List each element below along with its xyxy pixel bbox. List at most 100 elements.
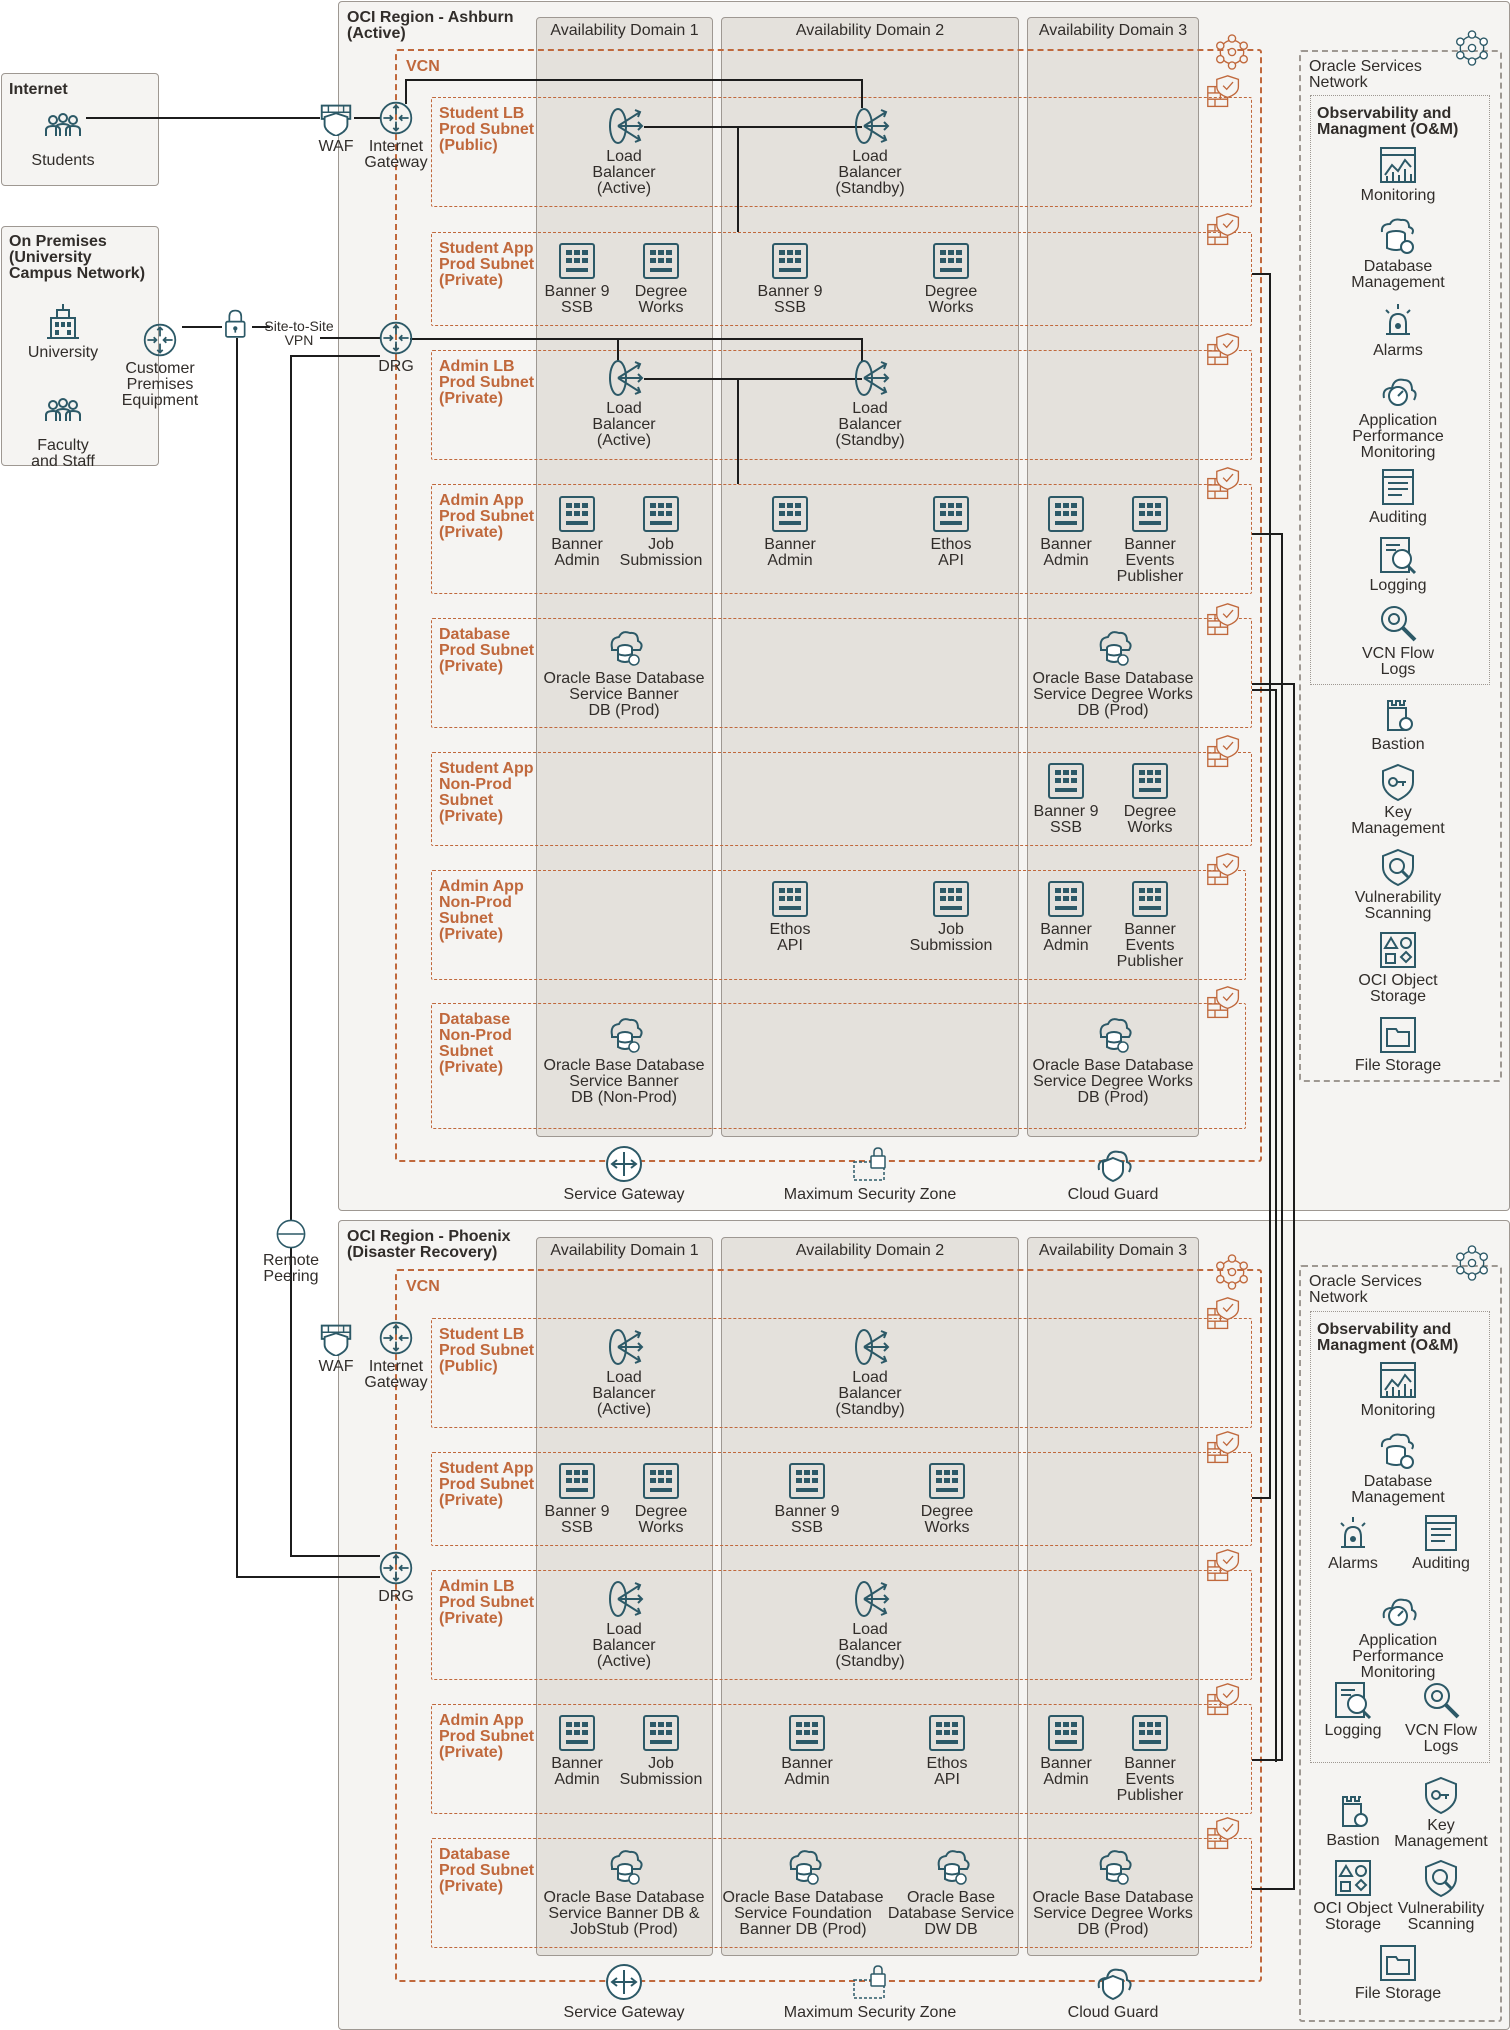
ashburn-oracle-services-network: Oracle Services Network [1299, 50, 1502, 1082]
db-icon [1099, 1850, 1132, 1885]
lb-icon [609, 1329, 643, 1365]
a-db2-label: Oracle Base Database Service Degree Work… [1032, 670, 1194, 719]
server-icon [643, 496, 679, 532]
phoenix-monitoring-label: Monitoring [1360, 1402, 1436, 1419]
cg-icon [1097, 1968, 1132, 2000]
phoenix-object-storage-label: OCI Object Storage [1313, 1900, 1393, 1933]
server-icon [1132, 1715, 1168, 1751]
ashburn-admin-app-prod-subnet: Admin App Prod Subnet (Private) [431, 484, 1252, 594]
server-icon [1048, 1715, 1084, 1751]
server-icon [1132, 763, 1168, 799]
phoenix-database-prod-subnet: Database Prod Subnet (Private) [431, 1838, 1252, 1948]
server-icon [933, 496, 969, 532]
sgw-icon [606, 1964, 642, 2000]
a-bep1-label: Banner Events Publisher [1116, 536, 1184, 585]
msz-icon [853, 1965, 886, 1999]
dbm-icon [1380, 218, 1414, 254]
db-icon [937, 1850, 970, 1885]
objstore-icon [1335, 1860, 1371, 1896]
ashburn-waf-label: WAF [318, 138, 354, 155]
dbm-icon [1380, 1433, 1414, 1469]
sgw-icon [606, 1146, 642, 1182]
ashburn-availability-domain-3: Availability Domain 3 [1027, 17, 1199, 1137]
ashburn-availability-domain-1: Availability Domain 1 [536, 17, 713, 1137]
waf-icon [320, 104, 352, 136]
lb-icon [609, 1581, 643, 1617]
phoenix-alarms-label: Alarms [1328, 1555, 1378, 1572]
fw-icon [1207, 75, 1240, 108]
osn-icon [1456, 1245, 1488, 1281]
a-ssb2-label: Banner 9 SSB [757, 283, 823, 316]
p-ba3-label: Banner Admin [1040, 1755, 1092, 1788]
p-db3-label: Oracle Base Database Service DW DB [887, 1889, 1015, 1938]
monitor-icon [1380, 147, 1416, 183]
lb-icon [855, 1581, 889, 1617]
router-icon [379, 101, 413, 135]
server-icon [772, 881, 808, 917]
ashburn-auditing-label: Auditing [1369, 509, 1427, 526]
ashburn-database-management-label: Database Management [1351, 258, 1445, 291]
router-icon [379, 1551, 413, 1585]
phoenix-apm-label: Application Performance Monitoring [1352, 1632, 1444, 1681]
p-lb1s-label: Load Balancer (Standby) [835, 1369, 905, 1418]
subnet-label: Database Non-Prod Subnet (Private) [439, 1011, 512, 1076]
server-icon [559, 496, 595, 532]
a-np-dw-label: Degree Works [1123, 803, 1177, 836]
ashburn-internet-gateway-label: Internet Gateway [364, 138, 428, 171]
alarm-icon [1385, 303, 1411, 335]
p-db1-label: Oracle Base Database Service Banner DB &… [543, 1889, 705, 1938]
university-label: University [27, 344, 99, 361]
phoenix-observability-management: Observability and Managment (O&M) [1310, 1311, 1490, 1763]
phoenix-student-lb-prod-subnet: Student LB Prod Subnet (Public) [431, 1318, 1252, 1428]
a-lb2s-label: Load Balancer (Standby) [835, 400, 905, 449]
a-np-db1-label: Oracle Base Database Service Banner DB (… [543, 1057, 705, 1106]
ashburn-database-non-prod-subnet: Database Non-Prod Subnet (Private) [431, 1003, 1246, 1129]
p-db2-label: Oracle Base Database Service Foundation … [722, 1889, 884, 1938]
fw-icon [1207, 603, 1240, 636]
building-icon [46, 303, 80, 339]
a-ba1-label: Banner Admin [551, 536, 603, 569]
p-ba2-label: Banner Admin [781, 1755, 833, 1788]
waf-icon [320, 1324, 352, 1356]
file-icon [1380, 1945, 1416, 1981]
router-icon [379, 321, 413, 355]
subnet-label: Admin App Prod Subnet (Private) [439, 1712, 535, 1761]
phoenix-max-security-zone-label: Maximum Security Zone [783, 2004, 957, 2021]
db-icon [1099, 631, 1132, 666]
db-icon [610, 631, 643, 666]
server-icon [1048, 496, 1084, 532]
db-icon [610, 1018, 643, 1053]
a-js1-label: Job Submission [619, 536, 703, 569]
phoenix-auditing-label: Auditing [1412, 1555, 1470, 1572]
msz-icon [853, 1147, 886, 1181]
vcn-icon [1216, 1254, 1248, 1290]
server-icon [1132, 881, 1168, 917]
lb-icon [609, 108, 643, 144]
a-dw1-label: Degree Works [634, 283, 688, 316]
ad-title: Availability Domain 3 [1038, 22, 1188, 39]
ashburn-key-management-label: Key Management [1351, 804, 1445, 837]
fw-icon [1207, 1817, 1240, 1850]
ad-title: Availability Domain 2 [795, 1242, 945, 1259]
lb-icon [855, 1329, 889, 1365]
ashburn-cloud-guard-label: Cloud Guard [1067, 1186, 1159, 1203]
subnet-label: Admin App Non-Prod Subnet (Private) [439, 878, 524, 943]
phoenix-oracle-services-network: Oracle Services Network [1299, 1265, 1502, 2022]
a-dw2-label: Degree Works [924, 283, 978, 316]
a-db1-label: Oracle Base Database Service Banner DB (… [543, 670, 705, 719]
remote-peering-to-phoenix-drg-line [290, 1247, 380, 1557]
subnet-label: Admin App Prod Subnet (Private) [439, 492, 535, 541]
site-to-site-vpn-label: Site-to-Site VPN [264, 318, 334, 348]
fw-icon [1207, 853, 1240, 886]
phoenix-waf-label: WAF [318, 1358, 354, 1375]
phoenix-drg-label: DRG [378, 1588, 414, 1605]
a-np-ethos-label: Ethos API [769, 921, 811, 954]
a-np-js-label: Job Submission [909, 921, 993, 954]
p-ethos1-label: Ethos API [926, 1755, 968, 1788]
phoenix-file-storage-label: File Storage [1354, 1985, 1442, 2002]
server-icon [929, 1715, 965, 1751]
osn-title: Oracle Services Network [1309, 1273, 1422, 1306]
p-dw1-label: Degree Works [634, 1503, 688, 1536]
